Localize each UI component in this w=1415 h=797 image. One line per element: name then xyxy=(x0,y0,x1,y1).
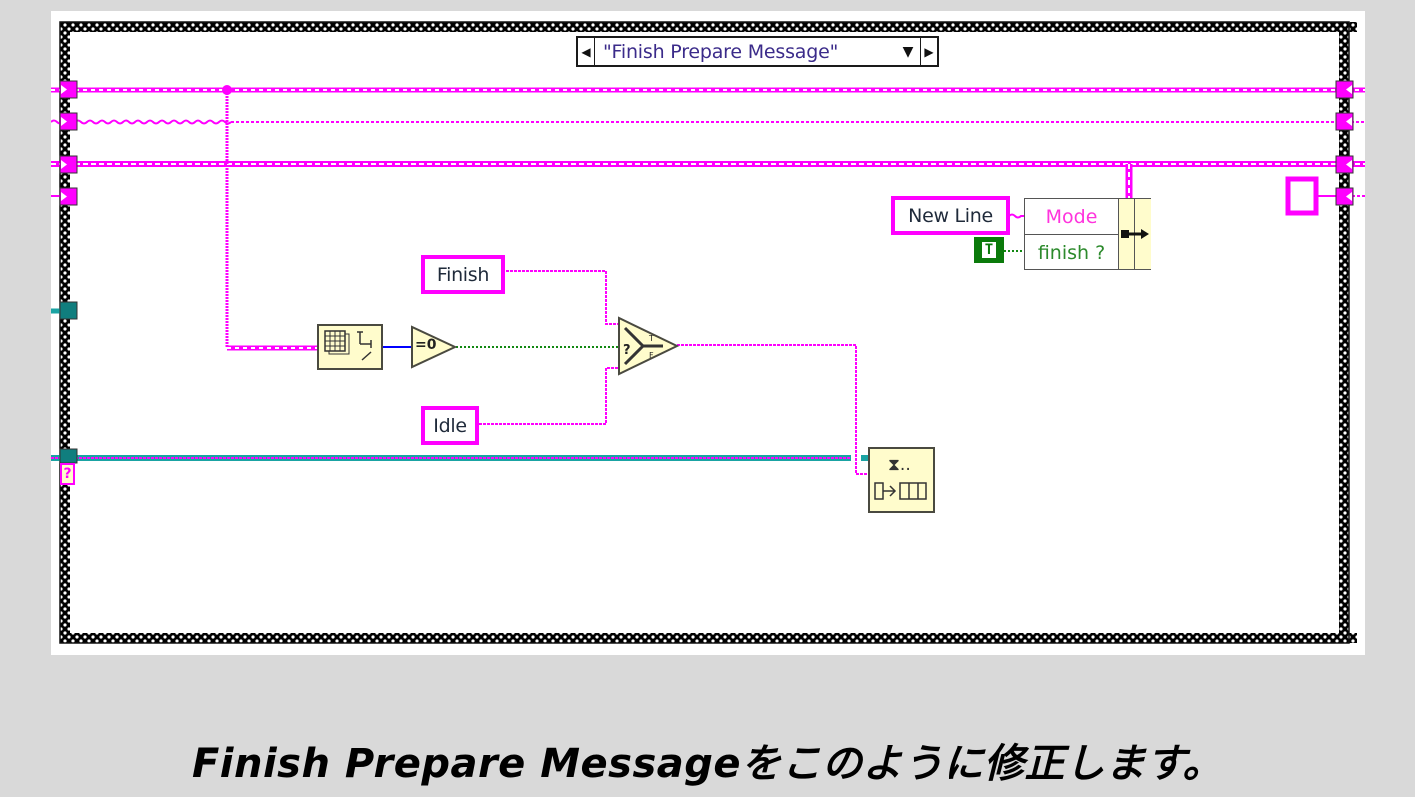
error-tunnel-label: ? xyxy=(63,466,72,482)
enqueue-element-node[interactable]: ⧗.. xyxy=(868,447,935,513)
enqueue-hourglass-label: ⧗.. xyxy=(888,455,911,475)
unbundle-by-name-node[interactable]: Mode finish ? xyxy=(1024,198,1151,270)
equal-zero-label: =0 xyxy=(415,337,437,353)
case-dropdown-button[interactable]: ▼ xyxy=(896,38,920,65)
left-shift-register-tunnels[interactable] xyxy=(59,80,78,464)
new-line-constant[interactable]: New Line xyxy=(891,196,1010,235)
case-next-button[interactable]: ▶ xyxy=(920,38,937,65)
unbundle-terminal-right xyxy=(1134,199,1151,269)
svg-text:F: F xyxy=(649,351,654,360)
block-diagram-canvas[interactable]: ? T F ◀ "Finish Prepare Message" ▼ ▶ New… xyxy=(51,11,1365,655)
select-node[interactable]: ? T F xyxy=(618,316,680,376)
case-prev-button[interactable]: ◀ xyxy=(578,38,595,65)
right-shift-register-tunnels[interactable] xyxy=(1335,80,1354,206)
left-triangle-icon: ◀ xyxy=(581,44,591,59)
wire-select-to-enqueue[interactable] xyxy=(677,344,868,475)
idle-constant[interactable]: Idle xyxy=(421,406,479,445)
down-triangle-icon: ▼ xyxy=(902,43,914,60)
case-selector[interactable]: ◀ "Finish Prepare Message" ▼ ▶ xyxy=(576,36,939,67)
finish-constant[interactable]: Finish xyxy=(421,255,505,294)
wire-finish-to-select[interactable] xyxy=(506,270,618,325)
wire-branch-to-array-size[interactable] xyxy=(222,85,317,351)
svg-text:?: ? xyxy=(623,343,631,358)
case-structure-frame[interactable] xyxy=(59,21,1357,644)
wire-newline-to-mode[interactable] xyxy=(1008,213,1024,219)
empty-string-indicator[interactable] xyxy=(1285,176,1319,216)
true-constant-label: T xyxy=(980,241,998,259)
finish-constant-label: Finish xyxy=(436,263,490,286)
diagram-wires: ? T F xyxy=(51,21,1365,644)
equal-zero-node[interactable] xyxy=(411,325,458,369)
unbundle-field-mode[interactable]: Mode xyxy=(1025,199,1118,235)
idle-constant-label: Idle xyxy=(433,414,467,437)
enqueue-element-icon xyxy=(874,482,927,500)
wire-idle-to-select[interactable] xyxy=(479,367,618,425)
wire-class-2[interactable] xyxy=(51,119,1365,125)
right-triangle-icon: ▶ xyxy=(924,44,934,59)
unbundle-terminal-left xyxy=(1118,199,1135,269)
svg-text:T: T xyxy=(648,334,654,343)
unbundle-field-finish[interactable]: finish ? xyxy=(1037,241,1106,264)
new-line-constant-label: New Line xyxy=(908,204,993,227)
slide-caption: Finish Prepare Messageをこのように修正します。 xyxy=(191,741,1224,787)
error-case-tunnel[interactable]: ? xyxy=(60,463,75,485)
case-selector-value: "Finish Prepare Message" xyxy=(603,40,839,63)
array-size-icon xyxy=(324,330,372,361)
array-size-node[interactable] xyxy=(317,324,383,370)
true-constant[interactable]: T xyxy=(974,237,1004,263)
